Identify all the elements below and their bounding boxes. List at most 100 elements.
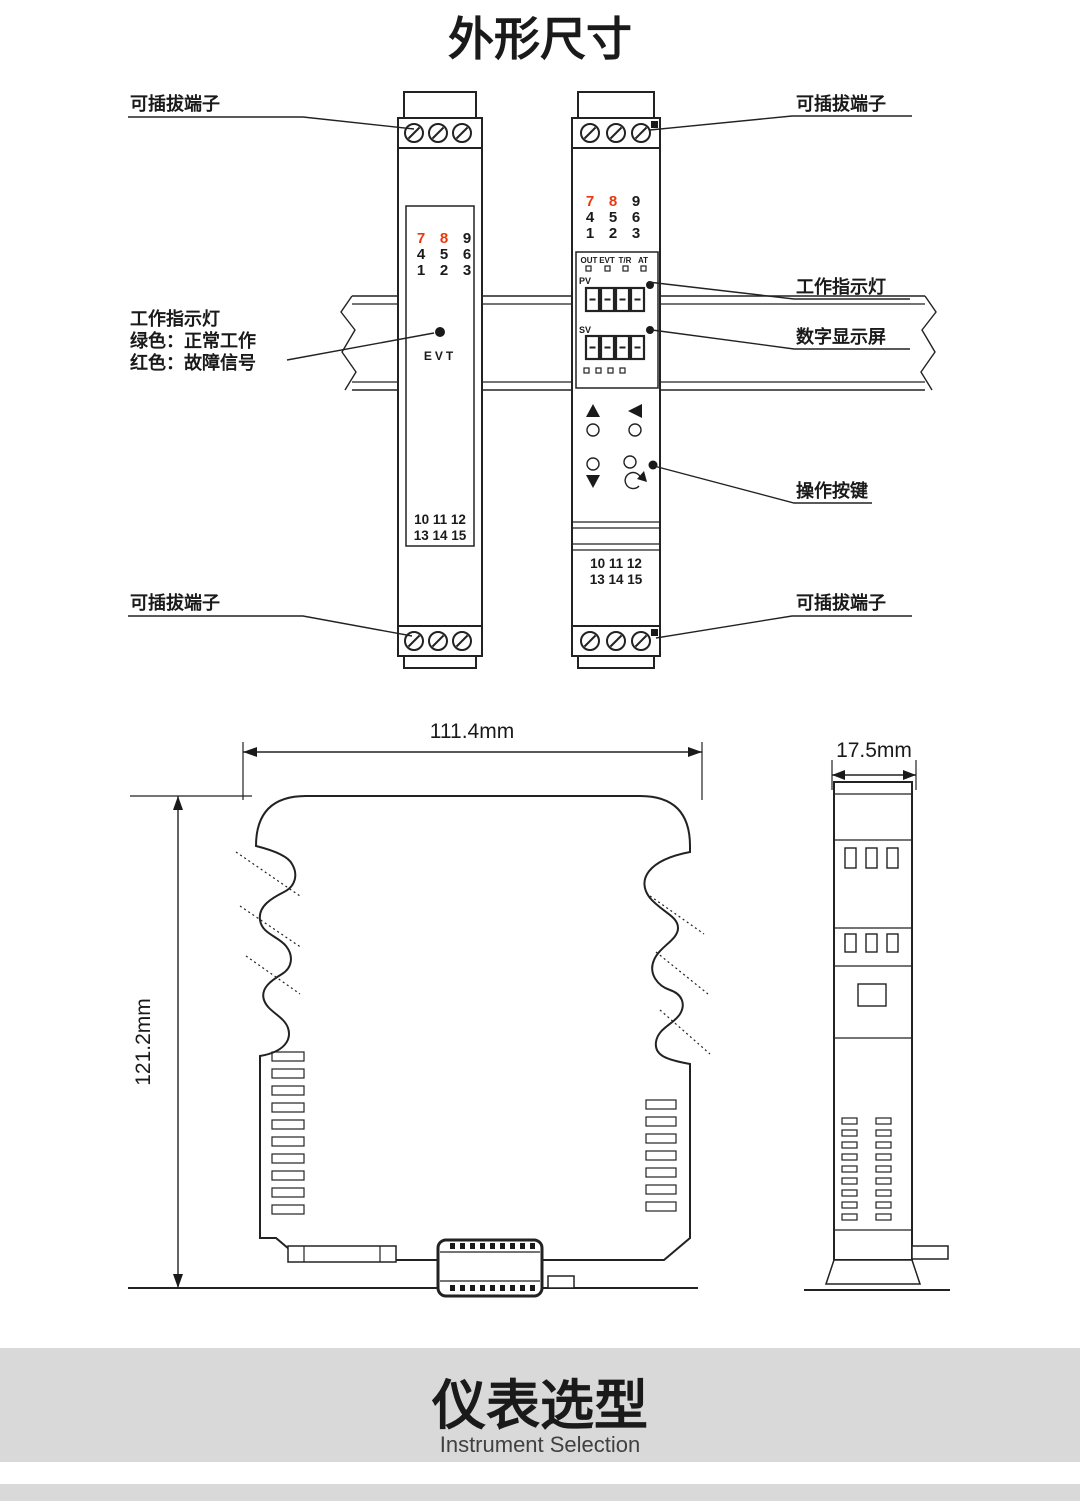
callout-display: 数字显示屏 (796, 326, 886, 347)
indicator-label: OUT (581, 256, 598, 265)
clip-mark (651, 121, 658, 128)
vent-slot (875, 1213, 892, 1221)
rail-break-right (920, 295, 937, 391)
hidden-line (655, 951, 709, 995)
vent-slot (875, 1153, 892, 1161)
vent-slot (875, 1165, 892, 1173)
vent-slot (841, 1153, 858, 1161)
vent-slot (271, 1068, 305, 1079)
indicator-lamp (604, 265, 611, 272)
terminal-number-row: 13 14 15 (590, 572, 643, 587)
callout-indicator-red: 红色：故障信号 (130, 352, 256, 373)
terminal-number: 8 (440, 230, 448, 247)
status-led-dot (435, 327, 445, 337)
leader-line (649, 115, 912, 131)
terminal-number: 1 (417, 262, 425, 279)
callout-terminal-bottom-right: 可插拔端子 (796, 592, 886, 613)
loop-arrow-icon (624, 471, 642, 490)
terminal-pins-mid (844, 933, 899, 953)
separator-strip (572, 521, 660, 551)
vent-slot (645, 1167, 677, 1178)
tooth (530, 1243, 535, 1249)
screw-icon (606, 631, 626, 651)
callout-indicator-title: 工作指示灯 (130, 308, 220, 329)
tooth (500, 1243, 505, 1249)
vent-slot (271, 1204, 305, 1215)
vent-slot (645, 1201, 677, 1212)
arrow-head (173, 1274, 183, 1288)
key-hole (623, 455, 637, 469)
screw-icon (631, 631, 651, 651)
vent-slot (271, 1085, 305, 1096)
leader-line (128, 116, 415, 130)
screw-icon (428, 631, 448, 651)
vent-slot (271, 1051, 305, 1062)
terminal-number-grid: 7 8 9 4 5 6 1 2 3 (586, 193, 640, 242)
terminal-number: 6 (463, 246, 471, 263)
vent-slot (875, 1201, 892, 1209)
callout-labels: 可插拔端子 可插拔端子 工作指示灯 绿色：正常工作 红色：故障信号 工作指示灯 … (130, 93, 886, 613)
arrow-head (173, 796, 183, 810)
display-frame (575, 251, 659, 389)
clip-teeth-bottom (450, 1285, 535, 1291)
vent-slot (841, 1177, 858, 1185)
leader-line (655, 615, 912, 639)
status-lamp (583, 367, 590, 374)
screw-icon (452, 631, 472, 651)
indicator-lamp (585, 265, 592, 272)
pin (865, 933, 878, 953)
top-tab (577, 91, 655, 119)
tooth (480, 1243, 485, 1249)
hidden-line (649, 895, 705, 935)
down-button-icon (586, 475, 600, 488)
terminal-number: 3 (632, 225, 640, 242)
key-hole (586, 423, 600, 437)
vent-slot (271, 1119, 305, 1130)
tooth (470, 1285, 475, 1291)
screw-icon (428, 123, 448, 143)
vent-slot (645, 1150, 677, 1161)
pin (865, 847, 878, 869)
sv-label: SV (579, 325, 591, 335)
side-vents (841, 1117, 892, 1221)
terminal-number: 5 (609, 209, 617, 226)
left-button-icon (628, 404, 642, 418)
screw-icon (580, 631, 600, 651)
terminal-number: 2 (609, 225, 617, 242)
leader-line (286, 332, 435, 361)
clip-mark (651, 629, 658, 636)
clip-teeth-top (450, 1243, 535, 1249)
terminal-number: 7 (586, 193, 594, 210)
width-dimension-label: 111.4mm (430, 720, 514, 743)
vent-slot (841, 1201, 858, 1209)
side-clip-tab (911, 1245, 949, 1260)
hidden-line (659, 1009, 711, 1055)
side-foot (824, 1259, 922, 1285)
section-subtitle: Instrument Selection (440, 1432, 641, 1457)
leader-line (128, 615, 413, 637)
operation-keys (586, 404, 658, 490)
vent-slot (645, 1133, 677, 1144)
module-left: 7 8 9 4 5 6 1 2 3 EVT 10 11 12 13 14 15 (397, 91, 483, 669)
section-band (0, 1348, 1080, 1462)
tooth (470, 1243, 475, 1249)
top-tab (403, 91, 477, 119)
rail-break-left (340, 295, 357, 391)
tooth (450, 1243, 455, 1249)
vent-slot (271, 1153, 305, 1164)
terminal-number: 5 (440, 246, 448, 263)
callout-terminal-top-left: 可插拔端子 (130, 93, 220, 114)
tooth (490, 1243, 495, 1249)
bottom-tab (577, 655, 655, 669)
tooth (480, 1285, 485, 1291)
screw-icon (631, 123, 651, 143)
side-tab (857, 983, 887, 1007)
terminal-number: 6 (632, 209, 640, 226)
status-lamp (619, 367, 626, 374)
vent-slot (875, 1141, 892, 1149)
callout-terminal-top-right: 可插拔端子 (796, 93, 886, 114)
bottom-tab (403, 655, 477, 669)
terminal-number: 4 (417, 246, 426, 263)
terminal-number: 7 (417, 230, 425, 247)
keys-led-dot (648, 460, 658, 470)
